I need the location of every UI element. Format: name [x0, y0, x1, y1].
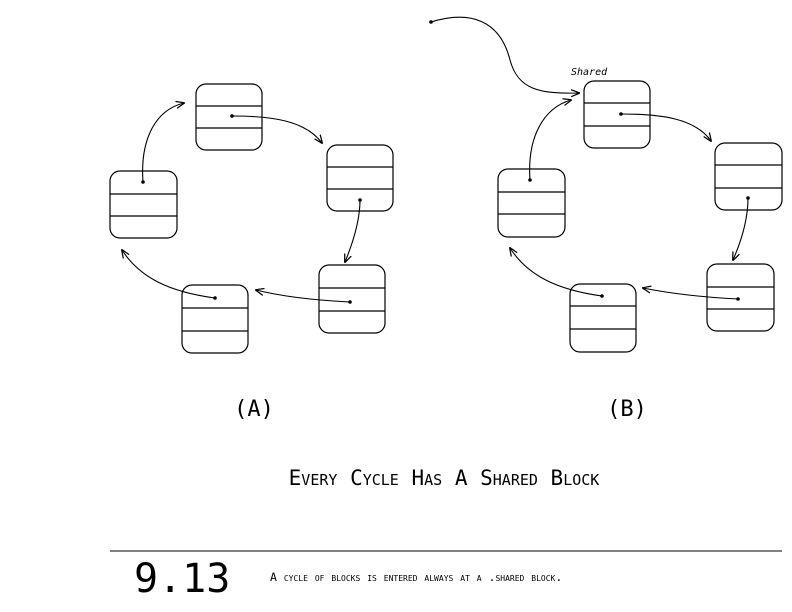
panel-a [109, 83, 394, 354]
panel-b-label: (B) [607, 397, 647, 422]
block-b-top-shared [583, 80, 651, 149]
diagram-caption: Every Cycle Has A Shared Block [289, 466, 600, 490]
block-a-right [326, 144, 394, 212]
block-a-lower-right [318, 264, 386, 334]
figure-number: 9.13 [134, 556, 230, 602]
block-a-bottom [181, 284, 249, 354]
shared-label: Shared [571, 67, 608, 78]
block-b-right [714, 142, 783, 211]
block-a-left [109, 170, 178, 239]
arrows-b [429, 16, 750, 301]
block-b-bottom [569, 283, 637, 353]
figure-caption: A cycle of blocks is entered always at a… [270, 570, 562, 584]
block-b-lower-right [706, 263, 775, 332]
panel-b: Shared [429, 16, 783, 353]
block-b-left [497, 168, 566, 238]
entry-arrow [430, 16, 579, 93]
panel-a-label: (A) [234, 397, 274, 422]
arrows-a [122, 103, 362, 304]
